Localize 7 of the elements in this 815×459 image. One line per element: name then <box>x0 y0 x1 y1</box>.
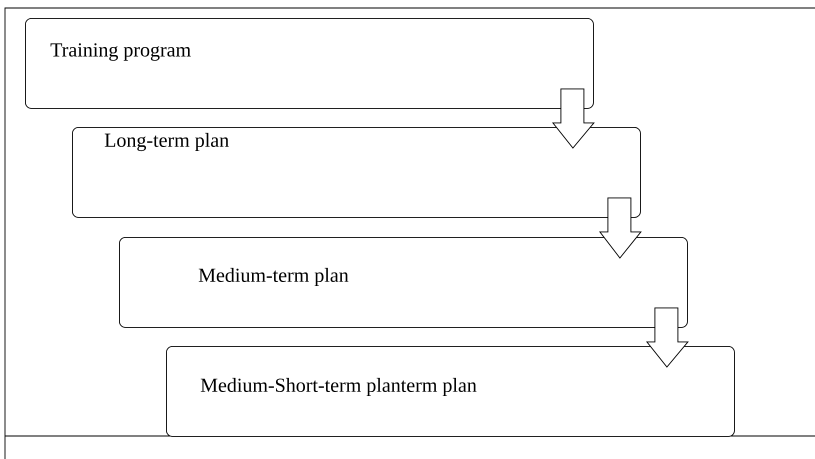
process-box: Medium-term plan <box>119 237 688 328</box>
process-box: Medium-Short-term planterm plan <box>166 346 735 437</box>
block-arrow <box>646 307 689 368</box>
process-box: Long-term plan <box>72 127 641 218</box>
block-arrow <box>599 197 642 259</box>
process-box: Training program <box>25 18 594 109</box>
block-arrow <box>552 88 595 149</box>
